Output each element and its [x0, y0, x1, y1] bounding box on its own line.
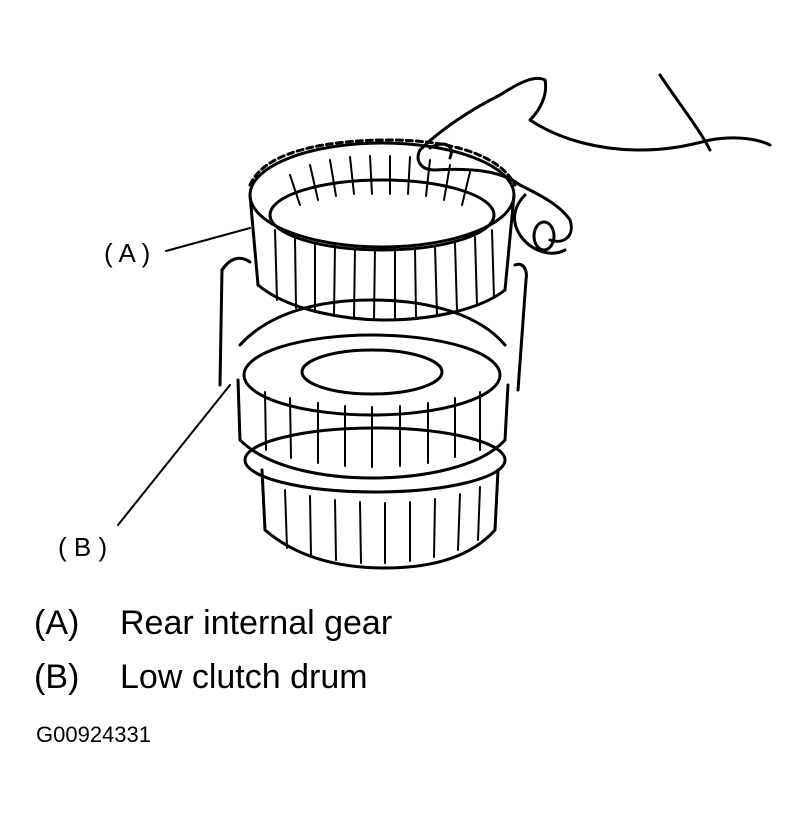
legend-row-b: (B) Low clutch drum — [34, 658, 368, 697]
callout-a: ( A ) — [104, 238, 151, 268]
legend-label-b: Low clutch drum — [120, 658, 368, 696]
callout-b: ( B ) — [58, 532, 108, 562]
legend-row-a: (A) Rear internal gear — [34, 604, 392, 643]
legend-key-a: (A) — [34, 604, 80, 642]
rear-internal-gear — [248, 138, 517, 322]
legend-label-a: Rear internal gear — [120, 604, 393, 642]
legend-key-b: (B) — [34, 658, 80, 696]
leader-line-a — [165, 227, 251, 252]
leader-line-b — [117, 384, 231, 526]
low-clutch-drum — [218, 256, 528, 570]
figure-id: G00924331 — [36, 722, 151, 747]
hand-drawing — [416, 73, 772, 255]
clutch-drum-illustration — [117, 73, 772, 570]
